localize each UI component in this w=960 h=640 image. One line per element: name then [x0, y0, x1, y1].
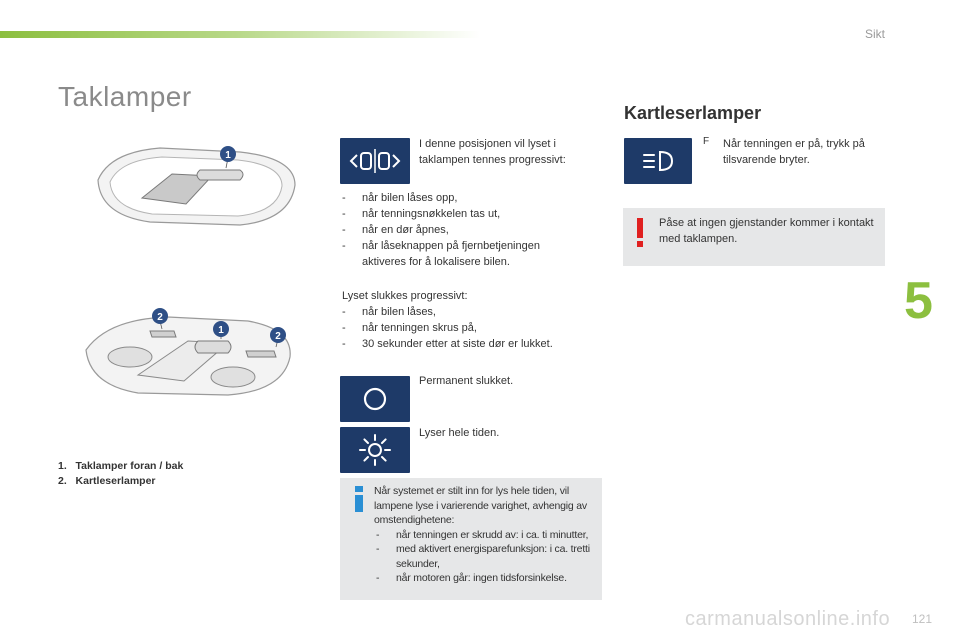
callout-marker-1 — [220, 146, 236, 162]
map-lamp-icon — [643, 150, 674, 172]
list-item: når tenningsnøkkelen tas ut, — [342, 206, 582, 222]
sun-on-icon — [359, 434, 391, 466]
front-ceiling-lamp-illustration: 1 — [97, 146, 296, 226]
callout-label-2-right: 2 — [275, 331, 281, 342]
list-item: med aktivert energisparefunksjon: i ca. … — [374, 542, 600, 571]
list-item: når låseknappen på fjernbetjeningen akti… — [342, 238, 582, 270]
list-item: når tenningen er skrudd av: i ca. ti min… — [374, 528, 600, 543]
list-item: når en dør åpnes, — [342, 222, 582, 238]
door-mode-text: I denne posisjonen vil lyset i taklampen… — [419, 138, 566, 166]
always-on-text: Lyser hele tiden. — [419, 427, 500, 439]
map-lamp-instruction: Når tenningen er på, trykk på tilsvarend… — [723, 138, 865, 166]
page-number: 121 — [911, 612, 932, 626]
callout-marker-2-right — [270, 327, 286, 343]
callout-label-1-rear: 1 — [218, 325, 224, 336]
map-lamp-icon-box — [624, 138, 692, 184]
warning-text: Påse at ingen gjenstander kommer i konta… — [659, 217, 874, 245]
circle-off-icon — [363, 387, 387, 411]
callout-label-1: 1 — [225, 150, 231, 161]
on-mode-icon — [340, 427, 410, 473]
off-mode-icon — [340, 376, 410, 422]
caption-2: 2. Kartleserlamper — [58, 475, 156, 487]
figure-captions: 1. Taklamper foran / bak 2. Kartleserlam… — [58, 460, 183, 490]
caption-1: 1. Taklamper foran / bak — [58, 460, 184, 472]
door-trigger-list: når bilen låses opp, når tenningsnøkkele… — [342, 190, 582, 270]
header-accent-bar — [0, 31, 480, 38]
info-icon — [355, 486, 363, 512]
watermark: carmanualsonline.info — [685, 608, 891, 630]
rear-ceiling-lamp-illustration: 2 1 2 — [85, 308, 291, 396]
callout-marker-1-rear — [213, 321, 229, 337]
info-list: når tenningen er skrudd av: i ca. ti min… — [374, 528, 600, 586]
list-item: når tenningen skrus på, — [342, 320, 592, 336]
info-intro: Når systemet er stilt inn for lys hele t… — [374, 485, 587, 526]
callout-label-2-left: 2 — [157, 312, 163, 323]
callout-marker-2-left — [152, 308, 168, 324]
list-item: 30 sekunder etter at siste dør er lukket… — [342, 336, 592, 352]
list-item: når bilen låses opp, — [342, 190, 582, 206]
page-title: Taklamper — [58, 80, 192, 112]
door-mode-icon — [340, 138, 410, 184]
fade-out-intro: Lyset slukkes progressivt: — [342, 290, 468, 302]
map-lamps-heading: Kartleserlamper — [624, 103, 762, 123]
info-note-box: Når systemet er stilt inn for lys hele t… — [340, 478, 602, 600]
instruction-bullet-icon: F — [703, 136, 710, 147]
warning-note-box: Påse at ingen gjenstander kommer i konta… — [623, 208, 885, 266]
fade-out-list: når bilen låses, når tenningen skrus på,… — [342, 304, 592, 352]
permanent-off-text: Permanent slukket. — [419, 375, 514, 387]
section-label: Sikt — [864, 27, 885, 41]
door-lamp-icon — [349, 149, 401, 173]
info-note-text: Når systemet er stilt inn for lys hele t… — [374, 484, 600, 586]
chapter-number: 5 — [904, 272, 933, 330]
list-item: når motoren går: ingen tidsforsinkelse. — [374, 571, 600, 586]
warning-icon — [637, 218, 643, 247]
list-item: når bilen låses, — [342, 304, 592, 320]
